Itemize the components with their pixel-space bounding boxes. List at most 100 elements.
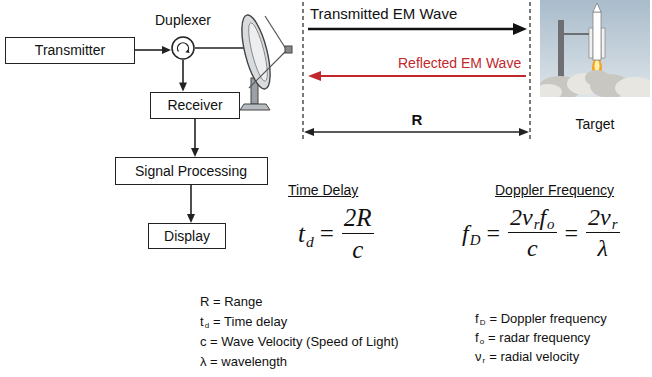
smoke-cloud <box>615 77 650 97</box>
definition-row: λ = wavelength <box>200 354 287 369</box>
subscript: D <box>470 232 481 248</box>
symbol-text: 2ν <box>588 204 611 230</box>
fraction: 2R c <box>342 204 374 264</box>
signal-connector <box>135 46 171 54</box>
time-delay-formula: td=2Rc <box>298 204 376 264</box>
symbol: = Doppler frequency <box>489 311 606 326</box>
symbol: fo <box>539 204 554 231</box>
subscript: D <box>480 318 486 327</box>
smoke-cloud <box>540 84 562 97</box>
antenna-base <box>240 104 270 110</box>
definition-row: td = Time delay <box>200 314 287 329</box>
duplexer-outline <box>172 37 194 59</box>
connector-line <box>182 60 184 84</box>
display-box: Display <box>148 223 226 249</box>
equals-sign: = <box>486 220 500 247</box>
fraction-bar <box>342 233 374 234</box>
fraction-denominator: c <box>525 235 540 262</box>
symbol-text: t <box>200 314 204 329</box>
symbol-text: f <box>475 330 479 345</box>
symbol-text: R = Range <box>200 294 263 309</box>
rocket-picture <box>540 0 650 97</box>
symbol: λ <box>598 235 608 262</box>
subscript: r <box>483 356 486 365</box>
fraction-bar <box>586 232 619 233</box>
symbol-text: = Doppler frequency <box>489 311 606 326</box>
definition-row: R = Range <box>200 294 263 309</box>
symbol-text: 2R <box>344 204 372 231</box>
connector-line <box>194 119 196 150</box>
transmitter-box: Transmitter <box>5 37 135 64</box>
arrow-head <box>191 148 199 157</box>
symbol: = radar frequency <box>488 330 590 345</box>
arrow-head <box>187 214 195 223</box>
symbol-text: c = Wave Velocity (Speed of Light) <box>200 334 399 349</box>
reflected-wave-arrow <box>320 75 526 77</box>
rocket-booster <box>601 28 605 58</box>
symbol: 2νr <box>588 204 617 231</box>
signal-processing-box: Signal Processing <box>115 157 268 185</box>
arrow-head <box>304 128 314 136</box>
rocket-nose <box>593 3 601 12</box>
antenna-dish-inner <box>245 21 271 82</box>
section-heading: Doppler Frequency <box>495 182 614 198</box>
symbol: td <box>298 220 314 248</box>
symbol: νr <box>475 349 485 364</box>
wave-label: Reflected EM Wave <box>398 55 521 71</box>
signal-connector <box>179 60 187 92</box>
doppler-formula: fD=2νrfoc=2νrλ <box>462 204 622 262</box>
antenna-strut <box>265 16 286 49</box>
range-dimension <box>312 131 521 132</box>
connector-line <box>135 49 163 51</box>
subscript: d <box>205 321 209 330</box>
symbol-text: ν <box>475 349 482 364</box>
launch-tower <box>558 20 564 80</box>
symbol: c <box>527 235 538 262</box>
duplexer-symbol: Duplexer <box>171 36 195 60</box>
fraction-numerator: 2νrfo <box>508 204 557 231</box>
node-label: Display <box>164 228 210 244</box>
target-figure: Target <box>540 0 650 140</box>
tower-arm <box>564 33 590 35</box>
arrow-head <box>179 83 187 92</box>
antenna-feed-horn <box>285 46 292 53</box>
subscript: o <box>480 337 484 346</box>
range-boundary <box>529 2 530 142</box>
symbol-text: f <box>475 311 479 326</box>
symbol: c = Wave Velocity (Speed of Light) <box>200 334 399 349</box>
fraction-bar <box>508 232 557 233</box>
fraction-numerator: 2R <box>342 204 374 232</box>
rocket-booster <box>589 28 593 58</box>
subscript: r <box>534 216 540 232</box>
connector-line <box>190 185 192 215</box>
fraction-numerator: 2νr <box>586 204 619 231</box>
circulator-arc <box>178 43 189 52</box>
symbol: R = Range <box>200 294 263 309</box>
symbol-text: 2ν <box>510 204 533 230</box>
symbol-text: = Time delay <box>213 314 287 329</box>
symbol-text: f <box>462 220 469 246</box>
symbol-text: c <box>352 236 363 263</box>
definition-row: c = Wave Velocity (Speed of Light) <box>200 334 399 349</box>
subscript: d <box>306 233 314 250</box>
antenna-strut <box>249 51 286 88</box>
symbol: fo <box>475 330 484 345</box>
duplexer-circle <box>171 36 195 60</box>
symbol-text: f <box>539 204 546 230</box>
arrow-head <box>162 46 171 54</box>
rocket-body <box>593 12 601 60</box>
symbol: fD <box>462 220 480 247</box>
fraction-denominator: c <box>350 236 365 264</box>
range-boundary <box>302 2 303 142</box>
signal-connector <box>187 185 195 223</box>
wave-label: Transmitted EM Wave <box>310 5 457 22</box>
definition-row: νr= radial velocity <box>475 349 579 364</box>
node-label: Transmitter <box>35 42 105 58</box>
symbol: c <box>352 236 363 264</box>
symbol: λ = wavelength <box>200 354 287 369</box>
receiver-box: Receiver <box>150 92 240 119</box>
arrow-head <box>519 128 529 136</box>
definition-row: fo = radar frequency <box>475 330 590 345</box>
arrow-head <box>308 71 321 81</box>
